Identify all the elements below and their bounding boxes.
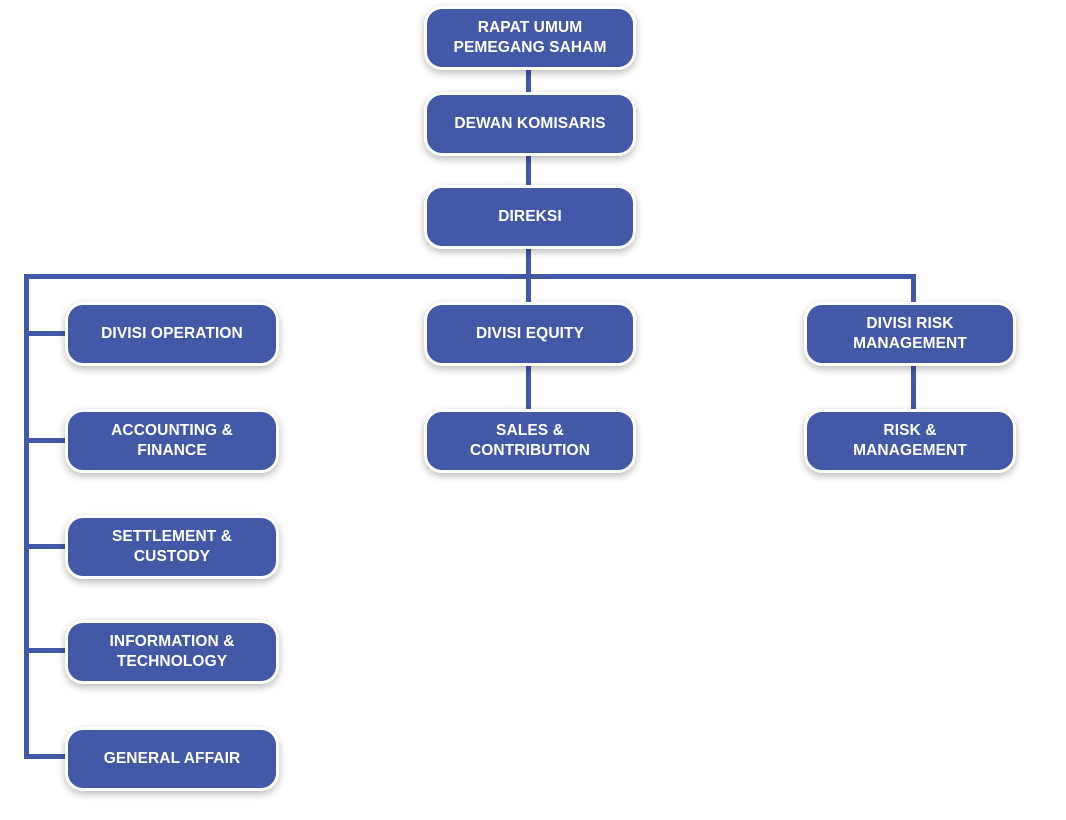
node-general-affair: GENERAL AFFAIR [65,727,279,791]
node-label: SETTLEMENT & CUSTODY [111,528,233,565]
connector-bus-risk [911,274,916,302]
node-divisi-risk-management: DIVISI RISK MANAGEMENT [804,302,1016,366]
branch-settlement [24,544,68,549]
node-label: SALES & CONTRIBUTION [469,422,591,459]
connector-bus-equity [526,274,531,302]
node-label: DEWAN KOMISARIS [454,115,606,132]
connector-direksi-bus [526,248,531,278]
node-direksi: DIREKSI [424,185,636,249]
node-sales-contribution: SALES & CONTRIBUTION [424,409,636,473]
node-label: DIVISI OPERATION [101,325,243,342]
node-label: DIVISI EQUITY [475,325,585,342]
horizontal-bus [24,274,916,279]
node-label: ACCOUNTING & FINANCE [111,422,233,459]
connector-rups-dewan [526,68,531,92]
branch-operation [24,331,68,336]
node-label: DIVISI RISK MANAGEMENT [853,315,967,352]
left-vertical-spine [24,274,29,759]
node-label: RAPAT UMUM PEMEGANG SAHAM [453,19,607,56]
node-risk-management: RISK & MANAGEMENT [804,409,1016,473]
node-settlement-custody: SETTLEMENT & CUSTODY [65,515,279,579]
node-rapat-umum-pemegang-saham: RAPAT UMUM PEMEGANG SAHAM [424,6,636,70]
node-label: RISK & MANAGEMENT [853,422,967,459]
branch-general-affair [24,754,68,759]
connector-riskdiv-risk [911,365,916,409]
node-accounting-finance: ACCOUNTING & FINANCE [65,409,279,473]
branch-information [24,648,68,653]
node-divisi-operation: DIVISI OPERATION [65,302,279,366]
connector-equity-sales [526,365,531,409]
node-divisi-equity: DIVISI EQUITY [424,302,636,366]
connector-dewan-direksi [526,155,531,185]
node-label: DIREKSI [498,208,562,225]
branch-accounting [24,438,68,443]
node-label: GENERAL AFFAIR [103,750,241,767]
node-label: INFORMATION & TECHNOLOGY [109,633,235,670]
node-dewan-komisaris: DEWAN KOMISARIS [424,92,636,156]
node-information-technology: INFORMATION & TECHNOLOGY [65,620,279,684]
